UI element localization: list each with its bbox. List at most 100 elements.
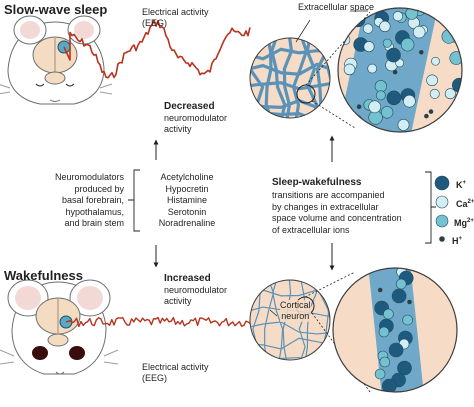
ion-ca: [363, 23, 374, 34]
neuromodulator-source-text: Neuromodulators produced by basal forebr…: [40, 172, 124, 230]
modulator-bracket: [128, 169, 140, 232]
explanation-line: transitions are accompanied: [272, 190, 385, 200]
ion-ca: [426, 74, 438, 87]
ion-mg: [374, 368, 386, 380]
modulator-item: Hypocretin: [165, 183, 209, 194]
left-eye-icon: [32, 346, 48, 360]
legend-k-symbol: K: [456, 180, 463, 190]
cortical-neuron-line1: Cortical: [280, 300, 311, 310]
ion-mg: [374, 80, 387, 93]
ion-k: [451, 77, 462, 93]
extracellular-channel: [250, 355, 330, 360]
extracellular-channel: [270, 38, 287, 118]
eeg-label-bottom-line1: Electrical activity: [142, 362, 209, 372]
ion-ca: [435, 124, 447, 132]
ion-mg: [383, 308, 394, 320]
modulator-item: Serotonin: [167, 206, 207, 217]
ion-mg: [380, 106, 394, 119]
legend-k: K+: [456, 178, 466, 190]
ion-ca: [429, 88, 440, 99]
eeg-label-top-line2: (EEG): [142, 18, 168, 28]
extracellular-channel: [250, 321, 330, 335]
decreased-activity-line1: neuromodulator: [164, 113, 228, 123]
ion-mg: [400, 37, 415, 52]
ion-mg: [341, 121, 355, 132]
eeg-trace-wakefulness: [65, 316, 251, 328]
increased-activity-line1: neuromodulator: [164, 285, 228, 295]
sleep-wakefulness-text: transitions are accompanied by changes i…: [272, 190, 402, 236]
legend-h-symbol: H: [452, 236, 459, 246]
ion-legend-icons: [434, 175, 450, 242]
extracellular-channel: [250, 337, 330, 350]
ion-mg: [395, 278, 407, 290]
decreased-activity-line2: activity: [164, 124, 192, 134]
ion-h: [392, 69, 398, 75]
ion-mg: [379, 356, 391, 368]
ion-k: [386, 47, 401, 63]
modulator-item: Histamine: [166, 195, 207, 205]
source-line: Neuromodulators: [54, 172, 124, 182]
sleeping-mouse-illustration: [0, 15, 113, 105]
ion-mg: [338, 17, 347, 31]
ion-k: [391, 288, 407, 304]
ion-h: [356, 104, 362, 109]
legend-ca: Ca2+: [456, 197, 474, 209]
ion-h: [377, 287, 383, 293]
slow-wave-sleep-title: Slow-wave sleep: [4, 2, 108, 17]
extracellular-channel: [293, 280, 307, 360]
ion-mg: [382, 38, 392, 48]
ion-h: [407, 299, 412, 305]
ion-mg: [405, 8, 419, 20]
source-line: basal forebrain,: [61, 195, 124, 205]
ion-ca: [397, 119, 410, 131]
source-line: hypothalamus,: [65, 206, 124, 217]
ion-ca: [431, 56, 440, 66]
ion-magnified-sleep: [337, 7, 463, 133]
ion-ca: [392, 11, 403, 22]
ion-k: [381, 378, 397, 392]
ion-ca: [367, 63, 378, 74]
ion-ca: [363, 41, 375, 53]
wakefulness-title: Wakefulness: [4, 268, 83, 283]
legend-bracket: [425, 171, 436, 244]
right-eye-icon: [69, 346, 85, 360]
extracellular-channel: [250, 62, 330, 76]
ion-h: [424, 113, 429, 119]
ion-ca: [403, 94, 416, 108]
extracellular-channel: [304, 280, 318, 360]
legend-mg-icon: [435, 214, 449, 228]
ion-mg: [378, 326, 390, 338]
explanation-line: of extracellular ions: [272, 224, 350, 235]
legend-h-charge: +: [458, 236, 463, 242]
ion-h: [458, 19, 462, 25]
explanation-line: space volume and concentration: [272, 213, 402, 223]
legend-mg: Mg2+: [454, 216, 474, 228]
ion-ca: [444, 88, 456, 100]
extracellular-channel: [250, 98, 330, 109]
ion-h: [418, 49, 424, 55]
legend-h: H+: [452, 234, 462, 246]
cortical-neuron-line2: neuron: [281, 311, 310, 321]
leader-lines: [269, 10, 368, 317]
extracellular-closeup-sleep: [249, 37, 331, 119]
modulator-item: Noradrenaline: [158, 218, 216, 228]
ion-ca: [379, 20, 391, 33]
ion-mg: [402, 314, 413, 326]
ion-ca: [368, 100, 382, 114]
ion-magnified-wake: [332, 267, 458, 393]
extracellular-channel: [250, 280, 252, 360]
modulator-item: Acetylcholine: [160, 172, 214, 182]
extracellular-channel: [250, 46, 330, 61]
decreased-label: Decreased: [164, 101, 215, 112]
eeg-trace-slow-wave: [63, 19, 251, 79]
increased-activity-line2: activity: [164, 296, 192, 306]
ion-k: [388, 342, 404, 358]
legend-ca-charge: 2+: [467, 199, 474, 205]
legend-k-charge: +: [462, 180, 467, 186]
eeg-label-bottom-line2: (EEG): [142, 373, 168, 383]
ion-ca: [343, 63, 356, 76]
legend-ca-symbol: Ca: [456, 199, 468, 209]
source-line: produced by: [74, 183, 124, 194]
